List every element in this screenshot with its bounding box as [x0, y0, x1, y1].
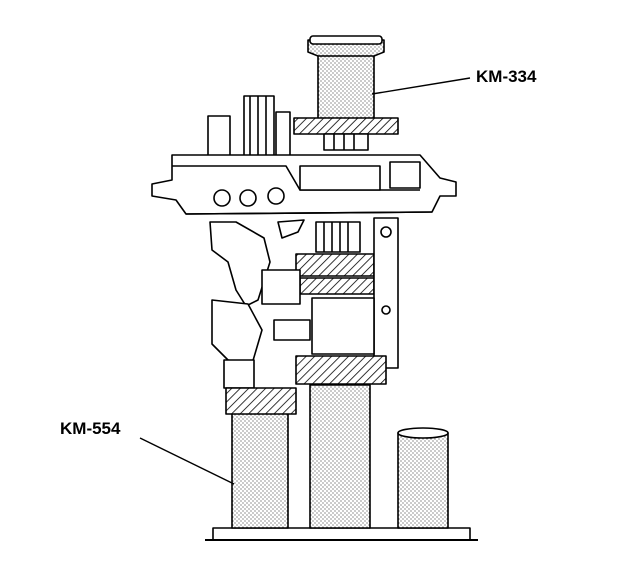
support-post-center	[309, 384, 371, 529]
km-554-label: KM-554	[60, 419, 121, 438]
lower-gear	[295, 355, 387, 385]
upper-gear-stack	[295, 221, 375, 295]
base-plate	[212, 527, 471, 541]
right-column	[373, 217, 399, 369]
km-554-tool	[231, 412, 289, 529]
transmission-case	[151, 154, 457, 215]
shift-fork-assembly	[209, 219, 311, 389]
lower-left-gear	[225, 387, 297, 415]
center-housing	[311, 297, 375, 355]
km-334-leader	[371, 77, 471, 95]
top-gear	[293, 117, 399, 151]
top-shafts	[207, 95, 291, 157]
km-334-label: KM-334	[476, 67, 537, 86]
km-554-leader	[139, 437, 235, 485]
support-post-right	[397, 427, 449, 529]
